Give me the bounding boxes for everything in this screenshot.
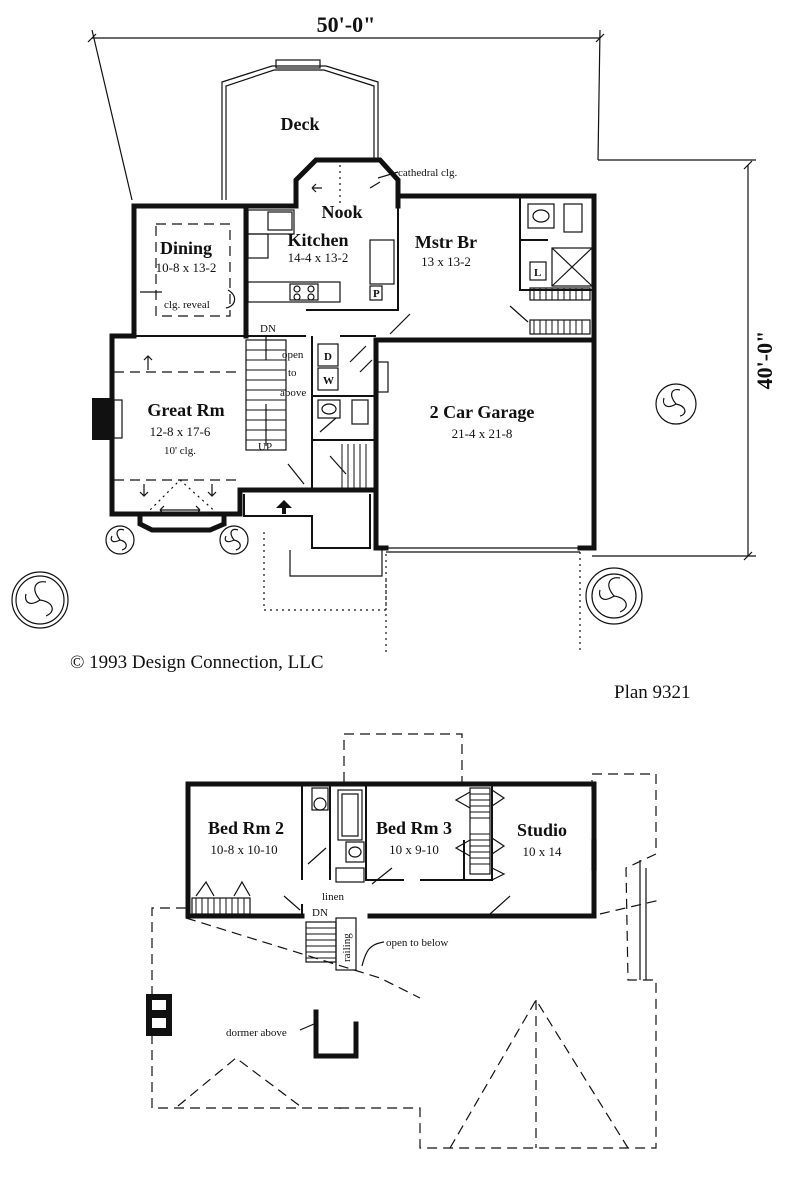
open-to-above-line2: to [288,367,297,379]
deck-outline [221,65,379,200]
bedroom-3-label: Bed Rm 3 [376,818,452,838]
tree-icon [105,525,135,555]
tree-icon [11,571,69,629]
open-to-above-line1: open [282,349,304,361]
tree-icon [585,567,643,625]
tree-icon [655,383,697,425]
open-to-below-label: open to below [386,937,448,949]
linen-closet-label: linen [322,891,344,903]
ceiling-reveal-note: clg. reveal [164,299,210,311]
bedroom-3-size: 10 x 9-10 [389,842,439,857]
copyright-text: © 1993 Design Connection, LLC [70,652,324,673]
second-floor-stair-down-label: DN [312,907,328,919]
studio-label: Studio [517,820,567,840]
great-room-size: 12-8 x 17-6 [150,424,211,439]
garage-size: 21-4 x 21-8 [452,426,513,441]
dining-label: Dining [160,238,212,258]
garage-label: 2 Car Garage [430,402,535,422]
bedroom-2-label: Bed Rm 2 [208,818,284,838]
great-room-label: Great Rm [147,400,224,420]
tree-icon [219,525,249,555]
second-floor-plan: Bed Rm 2 10-8 x 10-10 linen Bed Rm 3 10 … [146,733,661,1149]
railing-label: railing [341,933,353,962]
dryer-label: D [324,351,332,363]
kitchen-label: Kitchen [288,230,349,250]
linen-closet-label: L [534,267,541,279]
cathedral-ceiling-note: cathedral clg. [398,167,457,179]
deck-label: Deck [281,114,320,134]
bedroom-2-size: 10-8 x 10-10 [210,842,277,857]
depth-label: 40'-0" [752,331,777,390]
great-room-ceiling-note: 10' clg. [164,445,196,457]
kitchen-size: 14-4 x 13-2 [288,250,349,265]
first-floor-stair-up-label: UP [258,441,272,453]
dining-size: 10-8 x 13-2 [156,260,217,275]
first-floor-plan: Deck cathedral clg. Nook P [11,59,697,654]
width-dimension: 50'-0" [87,12,605,201]
master-bedroom-size: 13 x 13-2 [421,254,471,269]
pantry-label: P [373,288,380,300]
plan-number-label: Plan 9321 [614,682,691,703]
open-to-above-line3: above [280,387,306,399]
width-label: 50'-0" [317,12,376,37]
first-floor-stair-down-label: DN [260,323,276,335]
washer-label: W [323,375,334,387]
depth-dimension: 40'-0" [592,159,777,561]
studio-size: 10 x 14 [523,844,563,859]
dormer-above-label: dormer above [226,1027,287,1039]
master-bedroom-label: Mstr Br [415,232,477,252]
nook-label: Nook [321,202,362,222]
